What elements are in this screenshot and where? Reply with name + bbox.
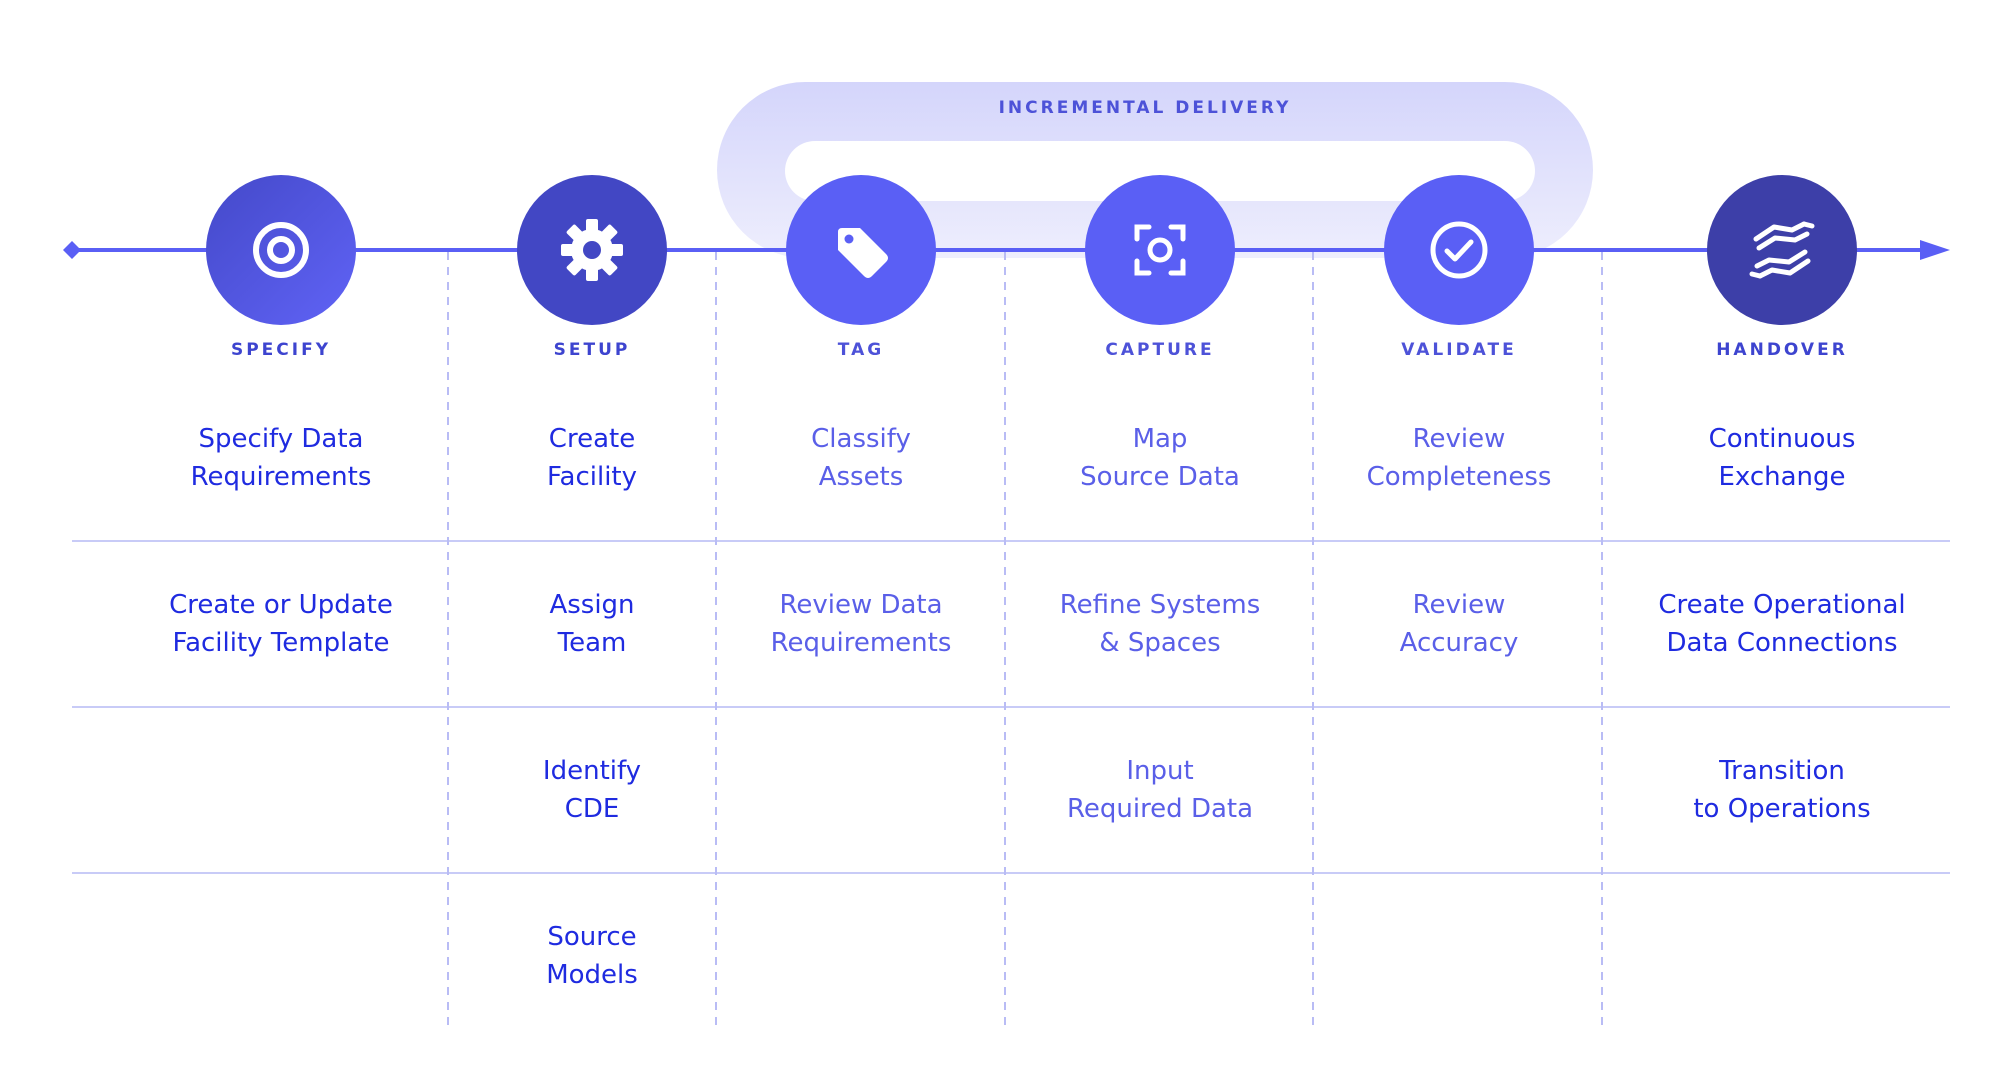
task-cell-handover: Transition to Operations — [1693, 756, 1871, 824]
task-cell-capture: Map Source Data — [1080, 424, 1240, 492]
incremental-delivery-loop — [717, 82, 1593, 258]
stage-node-handover — [1707, 175, 1857, 325]
stage-label-tag: TAG — [837, 340, 885, 360]
task-cell-setup: Identify CDE — [542, 756, 642, 824]
task-cell-setup: Create Facility — [546, 424, 638, 492]
task-cell-validate: Review Accuracy — [1399, 590, 1519, 658]
tag-icon — [838, 228, 888, 278]
stage-label-specify: SPECIFY — [230, 340, 332, 360]
gear-icon — [561, 219, 623, 281]
stage-label-validate: VALIDATE — [1401, 340, 1517, 360]
stage-node-tag — [786, 175, 936, 325]
task-cell-specify: Create or Update Facility Template — [169, 590, 393, 658]
timeline-arrowhead — [1920, 240, 1950, 260]
stage-label-setup: SETUP — [553, 340, 631, 360]
task-cell-tag: Classify Assets — [811, 424, 911, 492]
task-cell-handover: Continuous Exchange — [1708, 424, 1856, 492]
stage-label-capture: CAPTURE — [1105, 340, 1215, 360]
stage-node-setup — [517, 175, 667, 325]
task-cell-specify: Specify Data Requirements — [190, 424, 372, 492]
stage-node-validate — [1384, 175, 1534, 325]
stage-label-handover: HANDOVER — [1716, 340, 1848, 360]
handshake-icon — [1749, 221, 1815, 279]
task-cell-tag: Review Data Requirements — [770, 590, 952, 658]
target-icon — [253, 222, 309, 278]
task-cell-capture: Refine Systems & Spaces — [1059, 590, 1261, 658]
task-cell-validate: Review Completeness — [1366, 424, 1552, 492]
incremental-delivery-label: INCREMENTAL DELIVERY — [998, 98, 1292, 118]
timeline-start-diamond — [63, 241, 81, 259]
scan-icon — [1134, 224, 1186, 276]
task-cell-setup: Source Models — [546, 922, 638, 990]
task-cell-handover: Create Operational Data Connections — [1658, 590, 1906, 658]
stage-node-capture — [1085, 175, 1235, 325]
stage-node-specify — [206, 175, 356, 325]
check-circle-icon — [1430, 221, 1488, 279]
task-cell-capture: Input Required Data — [1066, 756, 1254, 824]
task-cell-setup: Assign Team — [549, 590, 635, 658]
